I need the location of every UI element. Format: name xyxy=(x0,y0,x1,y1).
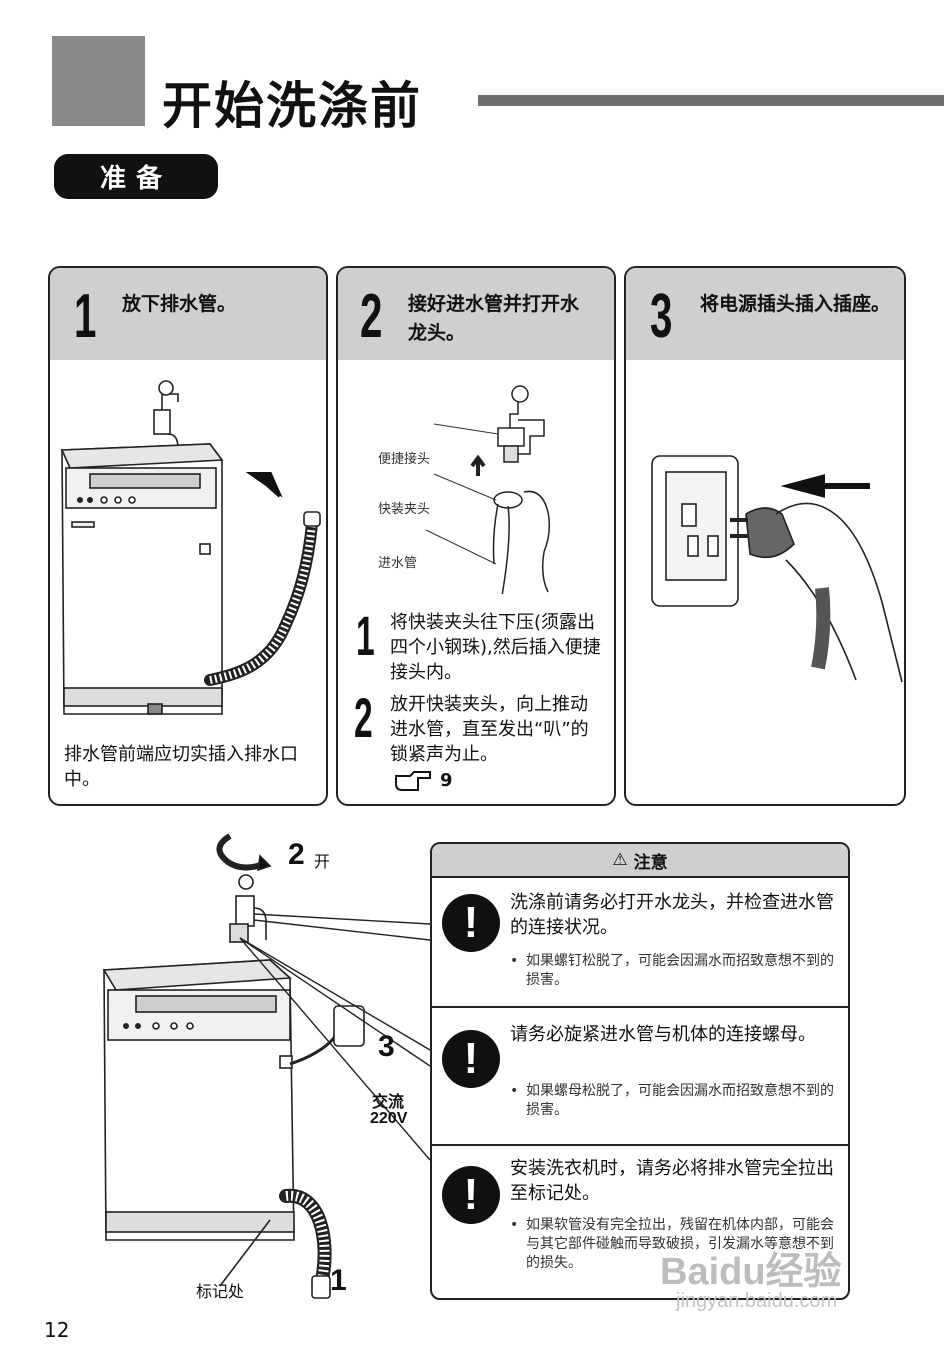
open-step-number: 2 xyxy=(288,838,305,872)
caution-heading: 注意 xyxy=(634,848,668,873)
title-marker-block xyxy=(52,36,145,126)
caution-item-2-bullet-text: 如果螺母松脱了，可能会因漏水而招致意想不到的损害。 xyxy=(526,1083,834,1118)
caution-header: ⚠ 注意 xyxy=(432,844,848,878)
label-quick-clamp: 快装夹头 xyxy=(378,498,430,517)
installation-overview-illustration xyxy=(90,820,430,1310)
title-rule xyxy=(478,95,944,106)
exclamation-icon: ! xyxy=(442,894,500,952)
voltage-label: 220V xyxy=(370,1110,407,1128)
watermark-url: jingyan.baidu.com xyxy=(676,1290,837,1313)
caution-divider xyxy=(432,1006,848,1008)
step-3-number: 3 xyxy=(650,286,672,348)
step-3-title: 将电源插头插入插座。 xyxy=(700,290,890,319)
step-1-number: 1 xyxy=(74,286,96,348)
watermark-brand: Baidu经验 xyxy=(660,1240,842,1295)
plug-step-number: 3 xyxy=(378,1030,395,1064)
warning-triangle-icon: ⚠ xyxy=(612,850,627,870)
page-reference: 9 xyxy=(440,770,453,791)
substep-2-number: 2 xyxy=(354,690,373,746)
caution-item-3-main: 安装洗衣机时，请务必将排水管完全拉出至标记处。 xyxy=(510,1156,840,1206)
step-panel-1: 1 放下排水管。 排水管前端应切实插入排水口中。 xyxy=(48,266,328,806)
exclamation-icon: ! xyxy=(442,1166,500,1224)
step-1-body: 排水管前端应切实插入排水口中。 xyxy=(64,742,312,792)
caution-divider xyxy=(432,1144,848,1146)
substep-1-text: 将快装夹头往下压(须露出四个小钢珠),然后插入便捷接头内。 xyxy=(390,610,608,685)
caution-item-1-bullet-text: 如果螺钉松脱了，可能会因漏水而招致意想不到的损害。 xyxy=(526,953,834,988)
open-label: 开 xyxy=(314,848,330,872)
exclamation-icon: ! xyxy=(442,1030,500,1088)
power-plug-illustration xyxy=(626,364,904,694)
caution-item-2-main: 请务必旋紧进水管与机体的连接螺母。 xyxy=(510,1022,840,1047)
step-1-title: 放下排水管。 xyxy=(122,290,312,319)
step-2-number: 2 xyxy=(360,286,382,348)
label-quick-connector: 便捷接头 xyxy=(378,448,430,467)
label-inlet-hose: 进水管 xyxy=(378,552,417,571)
step-panel-2: 2 接好进水管并打开水龙头。 便捷接头 快装夹头 进水管 1 将快装夹头往下压(… xyxy=(336,266,616,806)
step-panel-3: 3 将电源插头插入插座。 xyxy=(624,266,906,806)
bullet-dot: • xyxy=(510,1216,518,1235)
bullet-dot: • xyxy=(510,952,518,971)
caution-item-2-bullet: • 如果螺母松脱了，可能会因漏水而招致意想不到的损害。 xyxy=(526,1082,846,1120)
caution-box: ⚠ 注意 ! 洗涤前请务必打开水龙头，并检查进水管的连接状况。 • 如果螺钉松脱… xyxy=(430,842,850,1300)
hose-step-number: 1 xyxy=(330,1264,347,1298)
substep-1-number: 1 xyxy=(356,608,375,664)
caution-item-1-main: 洗涤前请务必打开水龙头，并检查进水管的连接状况。 xyxy=(510,890,840,940)
washer-drain-illustration xyxy=(50,364,326,724)
section-pill: 准备 xyxy=(54,154,218,199)
caution-item-1-bullet: • 如果螺钉松脱了，可能会因漏水而招致意想不到的损害。 xyxy=(526,952,846,990)
bullet-dot: • xyxy=(510,1082,518,1101)
page-title: 开始洗涤前 xyxy=(162,66,422,138)
page-number: 12 xyxy=(44,1318,69,1342)
step-2-title: 接好进水管并打开水龙头。 xyxy=(408,290,588,348)
pointing-hand-icon xyxy=(394,768,434,794)
mark-position-label: 标记处 xyxy=(196,1278,244,1302)
substep-2-text: 放开快装夹头，向上推动进水管，直至发出“叭”的锁紧声为止。 xyxy=(390,692,600,767)
ac-label: 交流 xyxy=(372,1088,404,1112)
